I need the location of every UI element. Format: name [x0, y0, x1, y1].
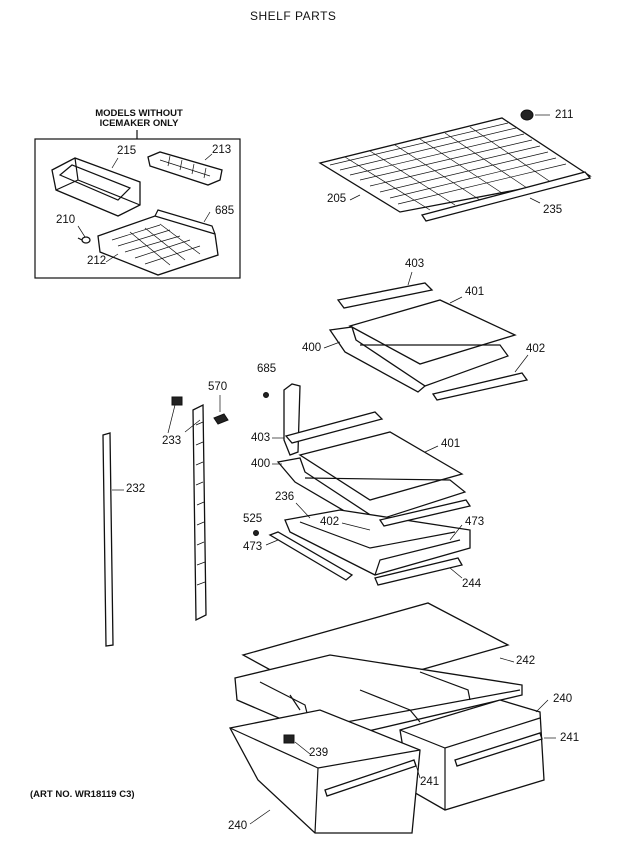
ladder-233: [192, 403, 207, 622]
callout-685-inset: 685: [215, 205, 235, 217]
ice-tray-213: [147, 151, 223, 186]
roller-239: [283, 734, 295, 744]
cap-211: [520, 109, 550, 121]
glass-shelf-401-middle: [298, 431, 464, 501]
crisper-frame-236: [284, 509, 471, 576]
clip-570: [213, 413, 229, 425]
callout-401-upper: 401: [465, 286, 485, 298]
callout-236: 236: [275, 491, 295, 503]
callout-473-left: 473: [243, 541, 263, 553]
callout-240-left: 240: [228, 820, 248, 832]
shelf-trim-235: [420, 171, 592, 222]
callout-215: 215: [117, 145, 137, 157]
slide-473-left: [268, 531, 354, 581]
callout-401-middle: 401: [441, 438, 461, 450]
art-number: (ART NO. WR18119 C3): [30, 789, 135, 800]
inset-leaders: [77, 153, 213, 263]
wire-shelf-205: [318, 117, 592, 213]
inset-box-frame: [34, 130, 241, 279]
callout-473-right: 473: [465, 516, 485, 528]
callout-403-upper: 403: [405, 258, 425, 270]
callout-210: 210: [56, 214, 76, 226]
callout-525: 525: [243, 513, 263, 525]
callout-242: 242: [516, 655, 536, 667]
ice-bin-shelf-685: [97, 209, 219, 276]
callout-233: 233: [162, 435, 182, 447]
trim-402-upper: [431, 372, 529, 401]
handle-241-right: [454, 732, 543, 767]
callout-241-left: 241: [420, 776, 440, 788]
glass-shelf-401-upper: [348, 299, 517, 365]
side-rail-400-upper: [328, 326, 509, 393]
callout-239: 239: [309, 747, 329, 759]
support-rail-232: [102, 432, 114, 647]
callout-400-middle: 400: [251, 458, 271, 470]
callout-240-right: 240: [553, 693, 573, 705]
trim-244: [374, 557, 463, 586]
callout-241-right: 241: [560, 732, 580, 744]
screw-525: [253, 530, 259, 536]
callout-211: 211: [555, 109, 574, 121]
screw-210: [77, 236, 91, 244]
screw-685: [263, 392, 269, 398]
inset-box-title-line1: MODELS WITHOUT: [95, 108, 183, 119]
callout-213: 213: [212, 144, 232, 156]
upright-685: [283, 383, 301, 456]
shelf-frame-403-middle: [284, 411, 384, 444]
inset-box-title-line2: ICEMAKER ONLY: [99, 118, 179, 130]
crisper-drawer-240-left: [229, 709, 421, 834]
callout-232: 232: [126, 483, 146, 495]
bracket-233: [171, 396, 183, 406]
inset-box-title: MODELS WITHOUT ICEMAKER ONLY: [76, 108, 202, 130]
callout-402-upper: 402: [526, 343, 546, 355]
ice-bucket-215: [51, 157, 141, 217]
callout-212: 212: [87, 255, 107, 267]
callout-570: 570: [208, 381, 228, 393]
page-title: SHELF PARTS: [250, 9, 337, 23]
callout-403-middle: 403: [251, 432, 271, 444]
trim-402-middle: [378, 499, 472, 527]
shelf-frame-403-upper: [336, 282, 434, 309]
callout-244: 244: [462, 578, 482, 590]
callout-400-upper: 400: [302, 342, 322, 354]
callout-235: 235: [543, 204, 563, 216]
callout-205: 205: [327, 193, 347, 205]
callout-402-middle: 402: [320, 516, 340, 528]
callout-685: 685: [257, 363, 277, 375]
